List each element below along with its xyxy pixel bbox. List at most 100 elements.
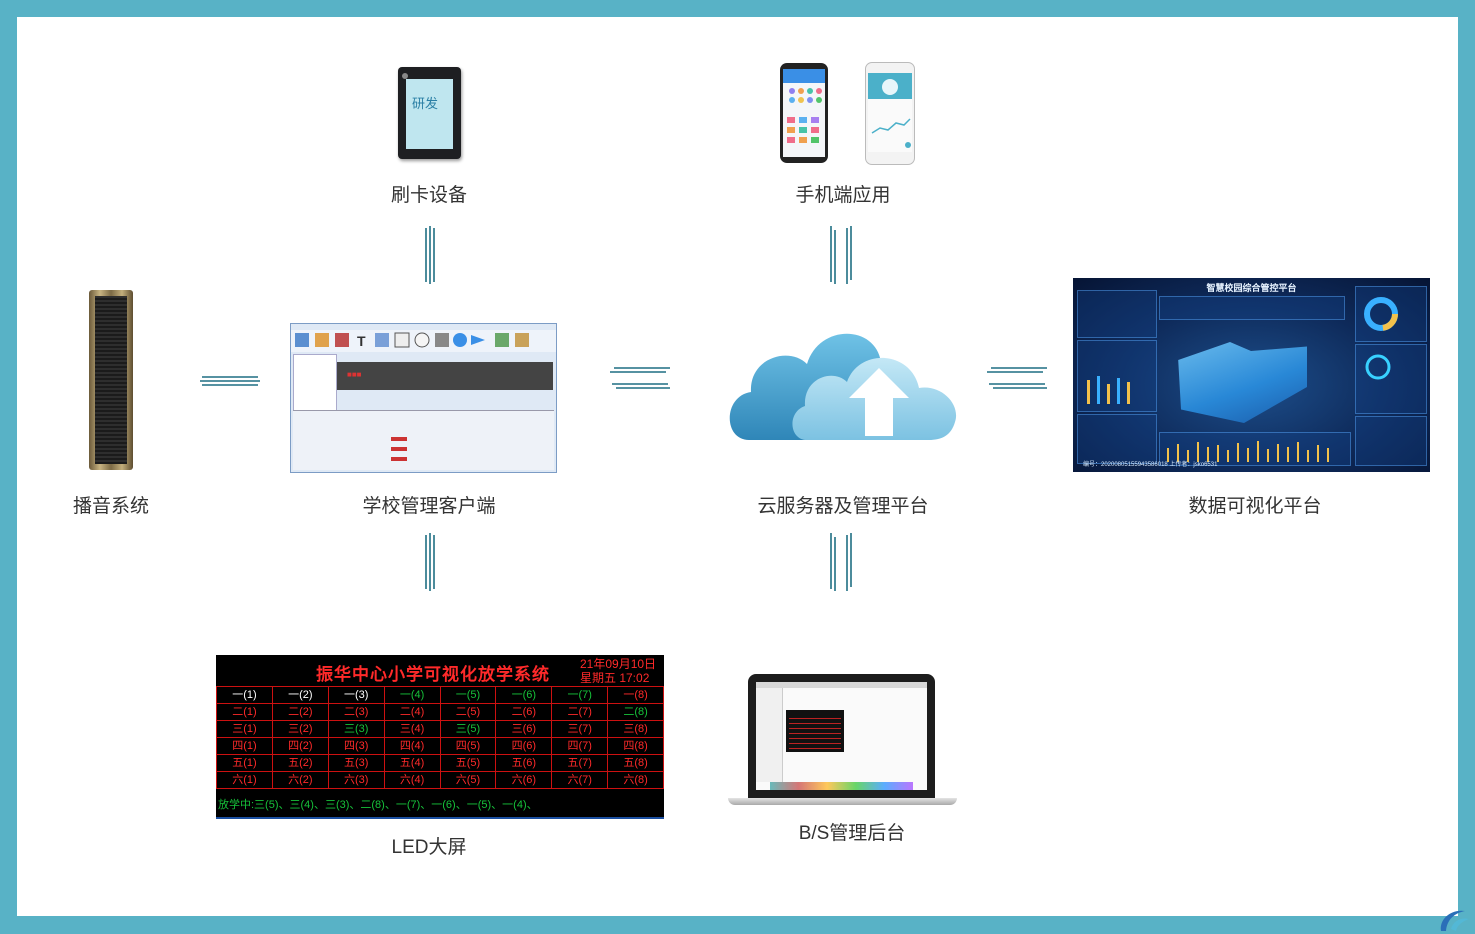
led-class-cell: 二(1) <box>216 703 273 721</box>
led-class-cell: 六(7) <box>551 771 609 789</box>
led-class-cell: 六(2) <box>271 771 329 789</box>
led-class-cell: 四(7) <box>551 737 609 755</box>
led-class-cell: 五(1) <box>216 754 273 772</box>
laptop-screen <box>756 682 927 790</box>
led-board-datetime: 21年09月10日 星期五 17:02 <box>580 657 656 685</box>
phone-white-ui <box>868 73 912 148</box>
speaker-grille <box>95 296 127 464</box>
led-class-cell: 三(2) <box>271 720 329 738</box>
card-reader-label: 刷卡设备 <box>390 185 468 206</box>
svg-text:T: T <box>357 333 366 349</box>
led-class-cell: 五(2) <box>271 754 329 772</box>
phone-white-screen <box>868 73 912 152</box>
client-led-preview-text: ■■■ <box>347 370 362 379</box>
dashboard-screen: 智慧校园综合管控平台 编号：20200805155943586018 上传者：j… <box>1073 278 1430 472</box>
cloud-server-icon <box>729 333 957 440</box>
led-class-cell: 六(6) <box>495 771 553 789</box>
led-class-cell: 三(7) <box>551 720 609 738</box>
led-class-cell: 四(2) <box>271 737 329 755</box>
dashboard-pie-icon <box>1364 297 1398 331</box>
led-board-date: 21年09月10日 <box>580 657 657 671</box>
connector-card-client <box>425 226 435 284</box>
led-class-cell: 二(3) <box>327 703 385 721</box>
led-table-row: 六(1)六(2)六(3)六(4)六(5)六(6)六(7)六(8) <box>216 771 664 789</box>
laptop-dock <box>770 782 913 790</box>
speaker-label: 播音系统 <box>72 496 150 517</box>
led-class-cell: 四(5) <box>439 737 497 755</box>
laptop-base <box>728 798 957 805</box>
led-class-cell: 一(1) <box>216 686 273 704</box>
connector-client-led <box>425 533 435 591</box>
card-reader-device: 研发 <box>398 67 461 159</box>
led-class-cell: 一(7) <box>551 686 609 704</box>
led-class-cell: 一(6) <box>495 686 553 704</box>
dashboard-panel-tr <box>1355 286 1427 342</box>
led-class-cell: 二(6) <box>495 703 553 721</box>
laptop-bs-admin <box>748 674 935 798</box>
led-class-cell: 六(1) <box>216 771 273 789</box>
led-class-cell: 一(2) <box>271 686 329 704</box>
connector-cloud-bs <box>830 533 852 591</box>
led-class-cell: 四(1) <box>216 737 273 755</box>
led-class-cell: 四(3) <box>327 737 385 755</box>
cloud-label: 云服务器及管理平台 <box>757 496 929 517</box>
dashboard-ring-icon <box>1365 354 1391 380</box>
led-class-cell: 二(5) <box>439 703 497 721</box>
led-class-cell: 二(8) <box>607 703 664 721</box>
led-table-row: 三(1)三(2)三(3)三(4)三(5)三(6)三(7)三(8) <box>216 720 664 738</box>
phone-dark <box>780 63 828 163</box>
client-window: T ■■■ <box>290 323 557 473</box>
led-class-cell: 二(4) <box>383 703 441 721</box>
dashboard-footer: 编号：20200805155943586018 上传者：jsko6531 <box>1083 462 1218 468</box>
bs-admin-label: B/S管理后台 <box>798 823 906 844</box>
led-class-cell: 三(4) <box>383 720 441 738</box>
dashboard-panel-tl <box>1077 290 1157 338</box>
client-toolbar-icons: T <box>295 332 529 349</box>
led-class-cell: 六(8) <box>607 771 664 789</box>
led-class-cell: 四(6) <box>495 737 553 755</box>
led-table-row: 二(1)二(2)二(3)二(4)二(5)二(6)二(7)二(8) <box>216 703 664 721</box>
led-class-cell: 四(4) <box>383 737 441 755</box>
led-class-cell: 四(8) <box>607 737 664 755</box>
led-class-cell: 五(5) <box>439 754 497 772</box>
led-class-cell: 六(4) <box>383 771 441 789</box>
led-table-row: 五(1)五(2)五(3)五(4)五(5)五(6)五(7)五(8) <box>216 754 664 772</box>
dashboard-panel-br <box>1355 416 1427 466</box>
phone-dark-ui <box>783 69 825 143</box>
dashboard-panel-mr <box>1355 344 1427 414</box>
led-board-weekday: 星期五 17:02 <box>580 671 650 685</box>
connector-cloud-dashboard <box>987 367 1047 389</box>
connector-client-cloud <box>610 367 670 389</box>
led-class-cell: 一(4) <box>383 686 441 704</box>
led-board-header: 振华中心小学可视化放学系统 21年09月10日 星期五 17:02 <box>216 655 664 687</box>
led-class-cell: 五(6) <box>495 754 553 772</box>
phone-white <box>865 62 915 165</box>
campus-building-3d <box>1178 342 1307 423</box>
watermark-logo-icon <box>1440 910 1469 931</box>
client-form-panel <box>293 410 554 470</box>
led-class-cell: 五(7) <box>551 754 609 772</box>
led-class-cell: 五(3) <box>327 754 385 772</box>
dashboard-panel-bl <box>1077 414 1157 464</box>
led-table-row: 一(1)一(2)一(3)一(4)一(5)一(6)一(7)一(8) <box>216 686 664 704</box>
dashboard-spark-bars <box>1167 441 1329 462</box>
speaker-column <box>89 290 133 470</box>
led-class-cell: 三(1) <box>216 720 273 738</box>
led-class-cell: 五(4) <box>383 754 441 772</box>
led-label: LED大屏 <box>391 837 467 858</box>
phone-dark-screen <box>783 69 825 157</box>
card-reader-screen: 研发 <box>402 73 453 149</box>
led-board-footer: 放学中:三(5)、三(4)、三(3)、二(8)、一(7)、一(6)、一(5)、一… <box>218 799 538 811</box>
client-led-preview: ■■■ <box>337 362 553 390</box>
card-reader-screen-text: 研发 <box>412 97 439 112</box>
led-class-cell: 三(8) <box>607 720 664 738</box>
dashboard-label: 数据可视化平台 <box>1188 496 1322 517</box>
led-board-class-table: 一(1)一(2)一(3)一(4)一(5)一(6)一(7)一(8)二(1)二(2)… <box>216 686 664 789</box>
client-toolbar: T <box>291 330 556 352</box>
led-class-cell: 三(6) <box>495 720 553 738</box>
led-class-cell: 六(3) <box>327 771 385 789</box>
dashboard-panel-top <box>1159 296 1345 320</box>
led-class-cell: 一(8) <box>607 686 664 704</box>
led-class-cell: 六(5) <box>439 771 497 789</box>
led-class-cell: 一(3) <box>327 686 385 704</box>
